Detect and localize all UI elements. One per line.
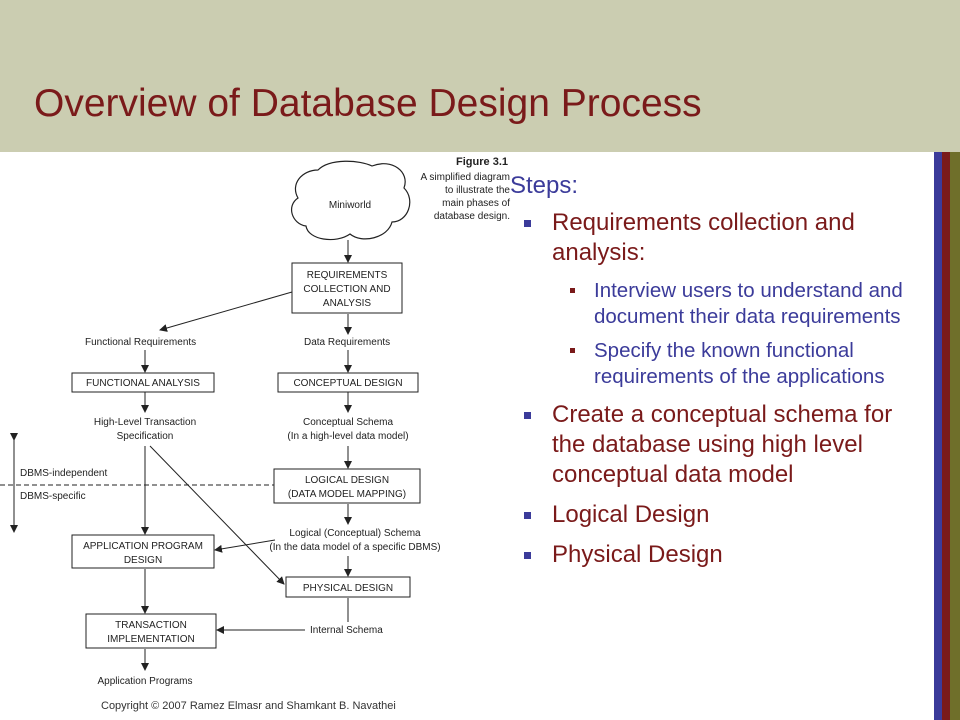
functional-requirements-label: Functional Requirements bbox=[85, 337, 196, 348]
step-1-text: Requirements collection and analysis: bbox=[552, 209, 855, 266]
copyright-text: Copyright © 2007 Ramez Elmasr and Shamka… bbox=[101, 700, 396, 712]
transaction-box bbox=[85, 613, 217, 649]
caption-line-1: A simplified diagram bbox=[421, 172, 510, 183]
steps-panel: Steps: Requirements collection and analy… bbox=[510, 172, 920, 580]
conceptual-schema-line-2: (In a high-level data model) bbox=[287, 431, 408, 442]
functional-analysis-box bbox=[71, 372, 215, 393]
slide-title: Overview of Database Design Process bbox=[34, 82, 702, 125]
high-level-spec-line-1: High-Level Transaction bbox=[94, 417, 196, 428]
steps-title: Steps: bbox=[510, 172, 579, 199]
physical-design-label: PHYSICAL DESIGN bbox=[303, 583, 393, 594]
caption-line-3: main phases of bbox=[442, 198, 510, 209]
dbms-independent-label: DBMS-independent bbox=[20, 468, 107, 479]
requirements-line-1: REQUIREMENTS bbox=[307, 270, 388, 281]
bullet-square-icon bbox=[524, 412, 531, 419]
data-requirements-label: Data Requirements bbox=[304, 337, 390, 348]
logical-design-line-1: LOGICAL DESIGN bbox=[305, 475, 389, 486]
bullet-square-icon bbox=[524, 512, 531, 519]
step-4-text: Physical Design bbox=[552, 541, 723, 568]
logical-design-box bbox=[273, 468, 421, 504]
conceptual-design-label: CONCEPTUAL DESIGN bbox=[293, 378, 402, 389]
application-programs-label: Application Programs bbox=[97, 676, 192, 687]
step-item-3: Logical Design bbox=[510, 500, 920, 530]
stripe-blue bbox=[934, 152, 942, 720]
step-item-2: Create a conceptual schema for the datab… bbox=[510, 400, 920, 490]
step-1-sublist: Interview users to understand and docume… bbox=[552, 278, 920, 390]
requirements-line-3: ANALYSIS bbox=[323, 298, 371, 309]
logical-design-line-2: (DATA MODEL MAPPING) bbox=[288, 489, 406, 500]
figure-label: Figure 3.1 bbox=[456, 156, 508, 168]
app-program-design-box bbox=[71, 534, 215, 569]
arrow-req-to-functional bbox=[159, 291, 293, 332]
miniworld-cloud bbox=[290, 160, 411, 241]
logical-schema-line-2: (In the data model of a specific DBMS) bbox=[269, 542, 440, 553]
requirements-line-2: COLLECTION AND bbox=[303, 284, 390, 295]
transaction-line-2: IMPLEMENTATION bbox=[107, 634, 194, 645]
bullet-square-icon bbox=[524, 552, 531, 559]
miniworld-label: Miniworld bbox=[329, 200, 371, 211]
design-process-diagram: Figure 3.1 A simplified diagram to illus… bbox=[0, 156, 510, 687]
bullet-square-icon bbox=[570, 288, 575, 293]
header-band bbox=[0, 0, 960, 152]
physical-design-box bbox=[285, 576, 411, 598]
dbms-specific-label: DBMS-specific bbox=[20, 491, 86, 502]
app-program-line-1: APPLICATION PROGRAM bbox=[83, 541, 203, 552]
conceptual-schema-line-1: Conceptual Schema bbox=[303, 417, 393, 428]
bullet-square-icon bbox=[570, 348, 575, 353]
internal-schema-label: Internal Schema bbox=[310, 625, 383, 636]
app-program-line-2: DESIGN bbox=[124, 555, 162, 566]
transaction-line-1: TRANSACTION bbox=[115, 620, 187, 631]
high-level-spec-line-2: Specification bbox=[117, 431, 174, 442]
functional-analysis-label: FUNCTIONAL ANALYSIS bbox=[86, 378, 200, 389]
step-3-text: Logical Design bbox=[552, 501, 710, 528]
substep-item-2: Specify the known functional requirement… bbox=[510, 338, 920, 390]
substep-2-text: Specify the known functional requirement… bbox=[594, 339, 885, 388]
caption-line-4: database design. bbox=[434, 211, 510, 222]
bullet-square-icon bbox=[524, 220, 531, 227]
stripe-red bbox=[942, 152, 950, 720]
substep-item-1: Interview users to understand and docume… bbox=[510, 278, 920, 330]
requirements-box bbox=[291, 262, 403, 314]
arrow-schema-to-app-design bbox=[214, 539, 276, 553]
arrow-spec-to-physical bbox=[149, 445, 285, 585]
steps-list: Requirements collection and analysis: In… bbox=[510, 208, 920, 570]
decorative-stripes bbox=[931, 152, 960, 720]
stripe-olive bbox=[950, 152, 960, 720]
step-2-text: Create a conceptual schema for the datab… bbox=[552, 401, 893, 488]
substep-1-text: Interview users to understand and docume… bbox=[594, 279, 903, 328]
caption-line-2: to illustrate the bbox=[445, 185, 510, 196]
step-item-1: Requirements collection and analysis: In… bbox=[510, 208, 920, 390]
logical-schema-line-1: Logical (Conceptual) Schema bbox=[289, 528, 421, 539]
step-item-4: Physical Design bbox=[510, 540, 920, 570]
